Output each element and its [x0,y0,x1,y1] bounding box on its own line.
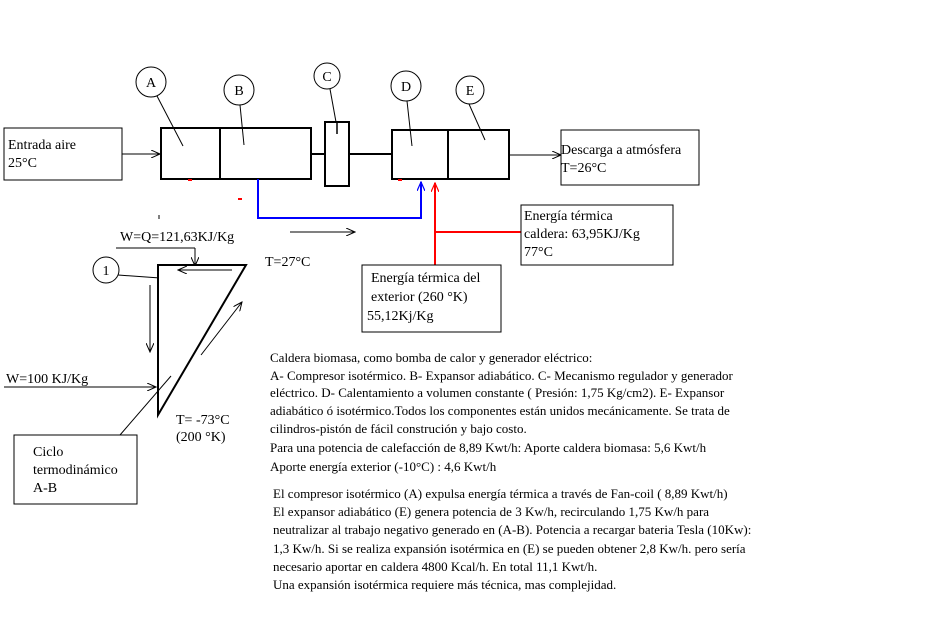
speck-red-1 [188,179,192,181]
inlet-label-2: 25°C [8,156,37,171]
description-paragraph-1: Caldera biomasa, como bomba de calor y g… [270,350,733,474]
cylinder-ab [160,127,312,180]
label-circle-a [135,66,167,98]
cycle-point-label: 1 [103,264,110,279]
description-paragraph-2: El compresor isotérmico (A) expulsa ener… [273,486,751,592]
cycle-t-low-1: T= -73°C [176,413,230,428]
cycle-work-label: W=100 KJ/Kg [6,372,88,387]
desc-line: cilindros-pistón de fácil construción y … [270,421,527,436]
desc-line: Una expansión isotérmica requiere más té… [273,577,616,592]
label-circle-d [390,70,422,102]
cycle-name-box [13,434,138,505]
desc-line: Para una potencia de calefacción de 8,89… [270,440,707,455]
machine-train: Entrada aire 25°C Descarga a atmósfera T… [3,62,700,200]
exterior-box [361,264,502,333]
speck-red-2 [238,198,242,200]
exterior-label-3: 55,12Kj/Kg [367,309,434,324]
cycle-point-leader [117,274,161,279]
label-circle-c [313,62,341,90]
cycle-name-leader [119,375,172,436]
outlet-label-2: T=26°C [561,161,606,176]
cylinder-de [391,129,510,180]
desc-line: 1,3 Kw/h. Si se realiza expansión isotér… [273,541,746,556]
leader-a [156,95,184,147]
label-a: A [146,76,157,91]
leader-c [329,88,337,123]
cycle-triangle [157,264,248,419]
boiler-label-1: Energía térmica [524,209,614,224]
boiler-label-3: 77°C [524,245,553,260]
boiler-box [520,204,674,266]
desc-line: El expansor adiabático (E) genera potenc… [273,504,709,519]
outlet-label-1: Descarga a atmósfera [561,143,682,158]
cycle-diagram: W=Q=121,63KJ/Kg 1 T=27°C T= -73°C (200 °… [4,215,355,505]
label-e: E [466,84,475,99]
desc-line: A- Compresor isotérmico. B- Expansor adi… [270,368,733,383]
inlet-box [3,127,123,181]
desc-line: eléctrico. D- Calentamiento a volumen co… [270,385,725,400]
boiler-label-2: caldera: 63,95KJ/Kg [524,227,640,242]
cycle-point-circle [92,256,120,284]
exterior-label-1: Energía térmica del [371,271,480,286]
cycle-t-low-2: (200 °K) [176,430,226,445]
cycle-arrow-diag [200,302,242,356]
desc-line: Caldera biomasa, como bomba de calor y g… [270,350,592,365]
label-d: D [401,80,411,95]
label-circle-e [455,75,485,105]
inlet-label-1: Entrada aire [8,138,76,153]
label-b: B [234,84,243,99]
desc-line: adiabático ó isotérmico.Todos los compon… [270,403,730,418]
cycle-name-1: Ciclo [33,445,63,460]
outlet-box [560,129,700,186]
leader-e [468,103,486,141]
recirculation-line [257,179,421,219]
cycle-heat-label: W=Q=121,63KJ/Kg [120,230,234,245]
desc-line: neutralizar al trabajo negativo generado… [273,522,751,537]
speck-red-3 [398,179,402,181]
leader-d [406,100,413,147]
desc-line: Aporte energía exterior (-10°C) : 4,6 Kw… [270,459,497,474]
desc-line: necesario aportar en caldera 4800 Kcal/h… [273,559,597,574]
desc-line: El compresor isotérmico (A) expulsa ener… [273,486,728,501]
exterior-label-2: exterior (260 °K) [371,290,468,305]
cycle-t-high: T=27°C [265,255,310,270]
cycle-name-2: termodinámico [33,463,118,478]
label-c: C [322,70,331,85]
boiler-heat-line [435,183,521,233]
leader-b [239,104,245,146]
cycle-name-3: A-B [33,481,57,496]
label-circle-b [223,74,255,106]
